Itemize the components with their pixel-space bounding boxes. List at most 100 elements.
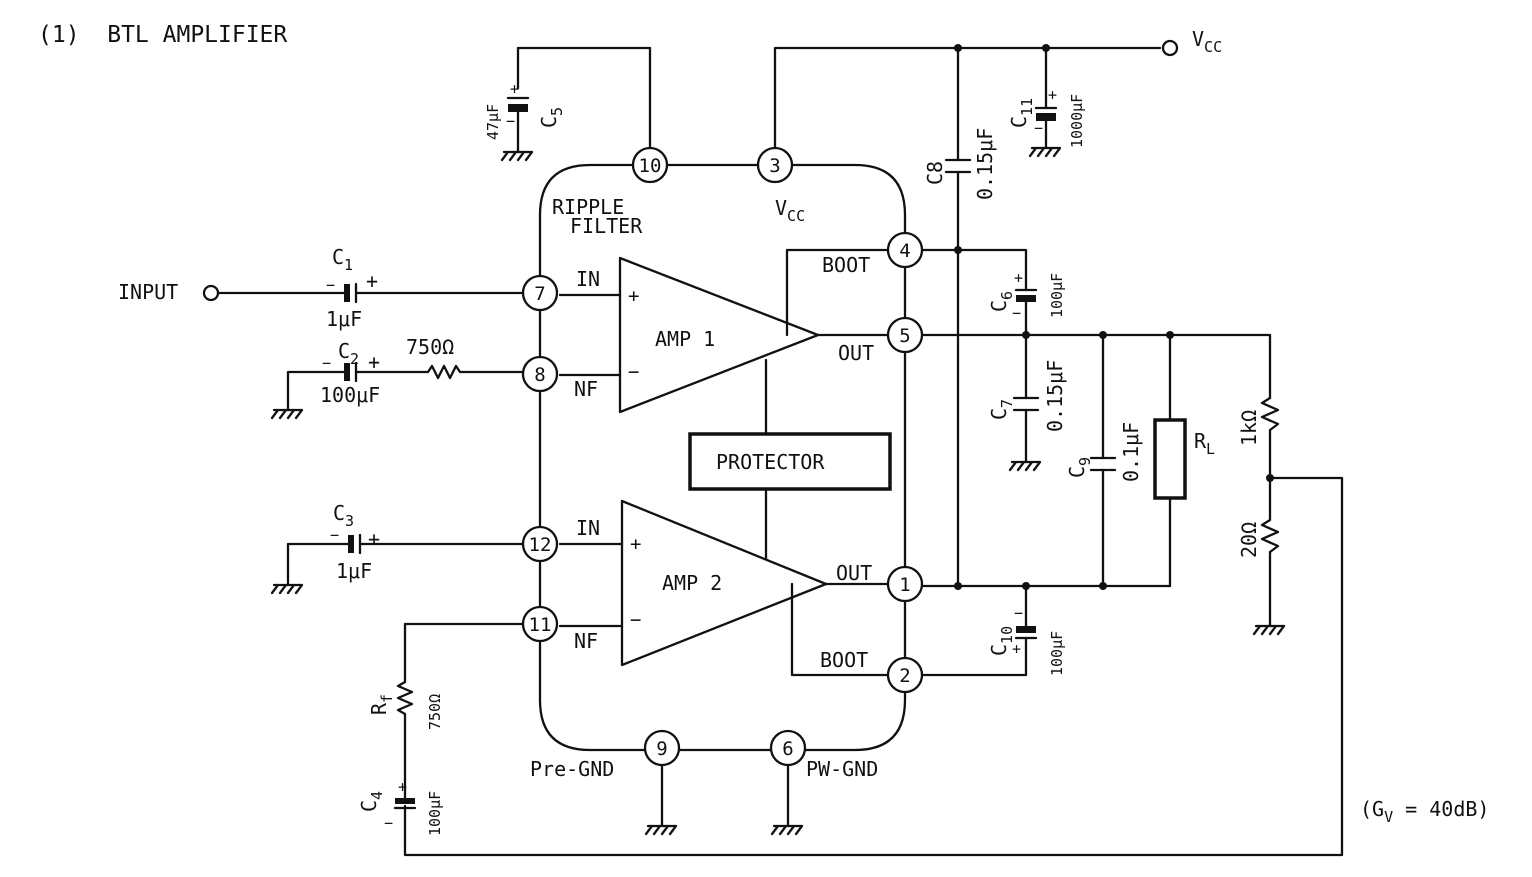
pin12-label: IN — [576, 516, 600, 540]
ground-icon — [270, 408, 304, 420]
c5-capacitor — [506, 96, 530, 112]
svg-text:+: + — [630, 533, 641, 555]
pin-3: 3 — [756, 146, 794, 184]
svg-text:+: + — [366, 269, 378, 293]
c10-value: 100μF — [1048, 631, 1066, 676]
c3-value: 1μF — [336, 559, 372, 583]
pin9-label: Pre-GND — [530, 757, 614, 781]
svg-text:3: 3 — [769, 155, 780, 177]
ground-icon — [270, 583, 304, 595]
svg-text:12: 12 — [529, 534, 552, 556]
amp2-triangle — [620, 499, 828, 667]
svg-text:2: 2 — [899, 665, 910, 687]
c7-value: 0.15μF — [1043, 360, 1067, 432]
svg-text:−: − — [628, 361, 639, 383]
diagram-title: (1) BTL AMPLIFIER — [38, 22, 287, 48]
rf-name: Rf — [367, 694, 396, 715]
svg-text:11: 11 — [529, 614, 552, 636]
pin-5: 5 — [886, 316, 924, 354]
svg-text:−: − — [322, 354, 331, 372]
c5-value: 47μF — [484, 104, 502, 140]
c10-name: C10 — [987, 626, 1016, 656]
rl-resistor — [1153, 418, 1187, 500]
pin7-label: IN — [576, 267, 600, 291]
c2-value: 100μF — [320, 383, 380, 407]
svg-text:4: 4 — [899, 240, 910, 262]
c11-value: 1000μF — [1068, 94, 1086, 148]
c8-value: 0.15μF — [973, 128, 997, 200]
c4-name: C4 — [357, 791, 386, 812]
pin1-label: OUT — [836, 561, 872, 585]
pin-11: 11 — [521, 605, 559, 643]
rin-value: 750Ω — [406, 335, 454, 359]
ripple-filter-label-2: FILTER — [570, 214, 643, 238]
svg-text:−: − — [630, 609, 641, 631]
input-terminal — [202, 284, 220, 302]
c8-name: C8 — [923, 161, 947, 185]
protector-label: PROTECTOR — [716, 450, 825, 474]
svg-text:+: + — [1048, 86, 1057, 104]
ground-icon — [1252, 624, 1286, 636]
ic-outline — [538, 163, 907, 752]
svg-text:9: 9 — [656, 738, 667, 760]
pin5-label: OUT — [838, 341, 874, 365]
amp2-label: AMP 2 — [662, 571, 722, 595]
svg-text:6: 6 — [782, 738, 793, 760]
pin-9: 9 — [643, 729, 681, 767]
pin-8: 8 — [521, 355, 559, 393]
c1-value: 1μF — [326, 307, 362, 331]
pin-4: 4 — [886, 231, 924, 269]
pin-12: 12 — [521, 525, 559, 563]
c9-name: C9 — [1065, 457, 1094, 478]
c5-name: C5 — [537, 107, 566, 128]
c9-value: 0.1μF — [1119, 422, 1143, 482]
c4-value: 100μF — [426, 791, 444, 836]
amp1-triangle — [618, 256, 820, 414]
svg-text:+: + — [368, 350, 380, 374]
svg-text:+: + — [398, 778, 407, 796]
svg-text:−: − — [1014, 604, 1023, 622]
pin-2: 2 — [886, 656, 924, 694]
c2-name: C2 — [338, 339, 359, 368]
svg-text:+: + — [628, 285, 639, 307]
svg-text:−: − — [1012, 304, 1021, 322]
ground-icon — [1008, 460, 1042, 472]
pin4-label: BOOT — [822, 253, 870, 277]
svg-text:+: + — [510, 80, 519, 98]
svg-text:10: 10 — [639, 155, 662, 177]
vcc-label: VCC — [1192, 27, 1222, 56]
svg-text:+: + — [1012, 640, 1021, 658]
ground-icon — [500, 150, 534, 162]
pin-6: 6 — [769, 729, 807, 767]
vcc-terminal — [1161, 39, 1179, 57]
svg-text:1: 1 — [899, 574, 910, 596]
svg-text:−: − — [330, 526, 339, 544]
rf-value: 750Ω — [426, 694, 444, 730]
ripple-filter-label-1: RIPPLE — [552, 195, 624, 219]
r20-value: 20Ω — [1237, 522, 1261, 558]
gain-note: (GV = 40dB) — [1360, 797, 1489, 826]
input-label: INPUT — [118, 280, 178, 304]
ground-icon — [1028, 146, 1062, 158]
pin8-label: NF — [574, 377, 598, 401]
protector-block — [688, 432, 892, 491]
pin3-label: VCC — [775, 196, 805, 225]
svg-text:−: − — [326, 276, 335, 294]
svg-text:8: 8 — [534, 364, 545, 386]
svg-text:7: 7 — [534, 283, 545, 305]
ground-icon — [770, 824, 804, 836]
pin11-label: NF — [574, 629, 598, 653]
svg-text:−: − — [384, 814, 393, 832]
pin-1: 1 — [886, 565, 924, 603]
svg-text:−: − — [1034, 119, 1043, 137]
ground-symbols — [270, 146, 1286, 836]
svg-text:+: + — [368, 527, 380, 551]
svg-text:5: 5 — [899, 325, 910, 347]
c6-value: 100μF — [1048, 273, 1066, 318]
c1-name: C1 — [332, 245, 353, 274]
r1k-value: 1kΩ — [1237, 410, 1261, 446]
c7-name: C7 — [987, 399, 1016, 420]
svg-text:−: − — [506, 112, 515, 130]
